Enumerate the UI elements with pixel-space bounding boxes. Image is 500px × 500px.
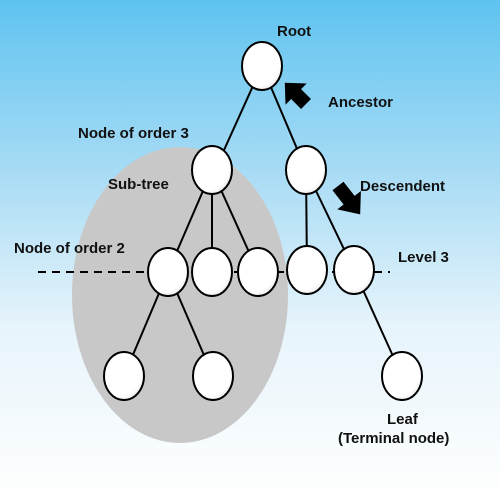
label-node-of-order-3: Node of order 3 (78, 125, 189, 142)
label-descendent: Descendent (360, 178, 445, 195)
label-root: Root (277, 23, 311, 40)
tree-nodes (103, 41, 423, 401)
node-order-2 (147, 247, 189, 297)
label-leaf: Leaf (387, 411, 419, 428)
label-sub-tree: Sub-tree (108, 176, 169, 193)
node-order-3 (191, 145, 233, 195)
node-r2-left (286, 245, 328, 295)
node-r2-right (333, 245, 375, 295)
node-leaf (381, 351, 423, 401)
node-l3-right (192, 351, 234, 401)
node-l2-middle (191, 247, 233, 297)
node-right-1 (285, 145, 327, 195)
descendent-arrow-icon (332, 181, 361, 215)
label-node-of-order-2: Node of order 2 (14, 240, 125, 257)
label-level-3: Level 3 (398, 249, 449, 266)
node-root (241, 41, 283, 91)
label-ancestor: Ancestor (328, 94, 393, 111)
node-l3-left (103, 351, 145, 401)
ancestor-arrow-icon (284, 82, 311, 109)
node-l2-right (237, 247, 279, 297)
label-terminal-node: (Terminal node) (338, 430, 449, 447)
